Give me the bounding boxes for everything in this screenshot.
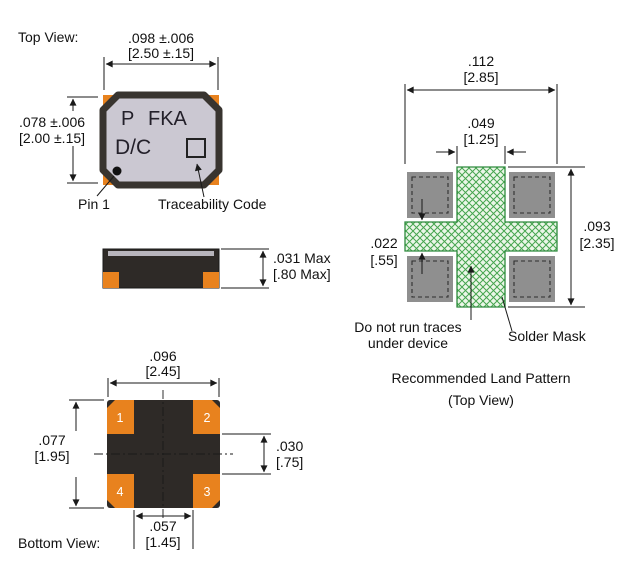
bottom-width-mm: [2.45] xyxy=(145,363,180,379)
land-height-mm: [2.35] xyxy=(579,235,614,251)
marking-date-code: D/C xyxy=(115,136,151,159)
traceability-code-box xyxy=(186,138,206,158)
pad-span-mm: [1.45] xyxy=(145,534,180,550)
land-center-inches: .049 xyxy=(467,115,494,131)
traceability-label: Traceability Code xyxy=(158,196,267,212)
land-bar-inches: .022 xyxy=(370,235,397,251)
top-width-inches: .098 ±.006 xyxy=(128,30,194,46)
land-pattern: .112 [2.85] .049 [1.25] .093 [2.35] .022 xyxy=(354,53,614,408)
land-bar-dimension: .022 [.55] xyxy=(370,199,426,274)
top-view: Top View: .098 ±.006 [2.50 ±.15] .078 ±.… xyxy=(18,29,267,212)
solder-mask-callout: Solder Mask xyxy=(501,296,587,344)
top-view-height-dimension: .078 ±.006 [2.00 ±.15] xyxy=(19,96,98,184)
traceability-callout: Traceability Code xyxy=(158,163,267,212)
side-height-mm: [.80 Max] xyxy=(273,266,331,282)
solder-mask-label: Solder Mask xyxy=(508,328,587,344)
keepout-note: Do not run traces under device xyxy=(354,265,475,351)
land-pad-bottom-left xyxy=(407,256,453,302)
land-pad-top-right xyxy=(509,172,555,218)
package-outline xyxy=(99,91,223,189)
device-outline-bottom-left xyxy=(411,260,449,298)
land-width-inches: .112 xyxy=(468,53,494,69)
pin1-dot xyxy=(112,166,122,176)
bottom-view-width-dimension: .096 [2.45] xyxy=(107,348,220,397)
pad-4 xyxy=(107,474,134,508)
top-view-width-dimension: .098 ±.006 [2.50 ±.15] xyxy=(103,30,219,90)
pin1-callout: Pin 1 xyxy=(78,175,115,212)
bottom-view: 1 2 4 3 .096 [2.45] .077 [1.95] xyxy=(18,348,303,551)
land-pattern-subtitle: (Top View) xyxy=(448,392,514,408)
bottom-view-height-dimension: .077 [1.95] xyxy=(34,399,104,509)
pad-4-number: 4 xyxy=(117,485,124,499)
side-view-height-dimension: .031 Max [.80 Max] xyxy=(221,248,331,289)
side-view-right-pad xyxy=(203,272,219,288)
pad-gap-mm: [.75] xyxy=(276,454,303,470)
pad-2 xyxy=(193,400,220,434)
bottom-width-inches: .096 xyxy=(149,348,176,364)
top-height-inches: .078 ±.006 xyxy=(19,114,85,130)
land-height-inches: .093 xyxy=(583,218,610,234)
device-outline-top-right xyxy=(513,176,551,214)
land-pad-top-left xyxy=(407,172,453,218)
land-height-dimension: .093 [2.35] xyxy=(508,166,615,308)
land-width-mm: [2.85] xyxy=(463,69,498,85)
pad-1-number: 1 xyxy=(117,411,124,425)
land-width-dimension: .112 [2.85] xyxy=(404,53,558,164)
side-height-inches: .031 Max xyxy=(273,250,331,266)
bottom-height-mm: [1.95] xyxy=(34,448,69,464)
bottom-view-pad-gap-dimension: .030 [.75] xyxy=(222,433,303,475)
keepout-note-line1: Do not run traces xyxy=(354,319,461,335)
land-pattern-title: Recommended Land Pattern xyxy=(392,370,571,386)
side-view: .031 Max [.80 Max] xyxy=(102,248,331,289)
top-height-mm: [2.00 ±.15] xyxy=(19,130,85,146)
side-view-lid xyxy=(108,251,214,256)
land-center-mm: [1.25] xyxy=(463,131,498,147)
pad-span-inches: .057 xyxy=(149,518,176,534)
land-center-dimension: .049 [1.25] xyxy=(436,115,526,164)
pad-3-number: 3 xyxy=(204,485,211,499)
device-outline-top-left xyxy=(411,176,449,214)
pin1-label: Pin 1 xyxy=(78,196,110,212)
side-view-left-pad xyxy=(103,272,119,288)
marking-pin1-char: P xyxy=(121,108,134,130)
top-width-mm: [2.50 ±.15] xyxy=(128,45,194,61)
top-view-label: Top View: xyxy=(18,29,78,45)
pad-2-number: 2 xyxy=(204,411,211,425)
pad-gap-inches: .030 xyxy=(276,438,303,454)
bottom-view-label: Bottom View: xyxy=(18,535,100,551)
marking-part-code: FKA xyxy=(148,108,188,130)
pad-3 xyxy=(193,474,220,508)
keepout-note-line2: under device xyxy=(368,335,448,351)
land-pad-bottom-right xyxy=(509,256,555,302)
device-outline-bottom-right xyxy=(513,260,551,298)
pad-1 xyxy=(107,400,134,434)
land-bar-mm: [.55] xyxy=(370,252,397,268)
bottom-height-inches: .077 xyxy=(38,432,65,448)
top-view-package: P FKA D/C xyxy=(99,91,223,189)
bottom-view-pad-span-dimension: .057 [1.45] xyxy=(133,510,194,550)
